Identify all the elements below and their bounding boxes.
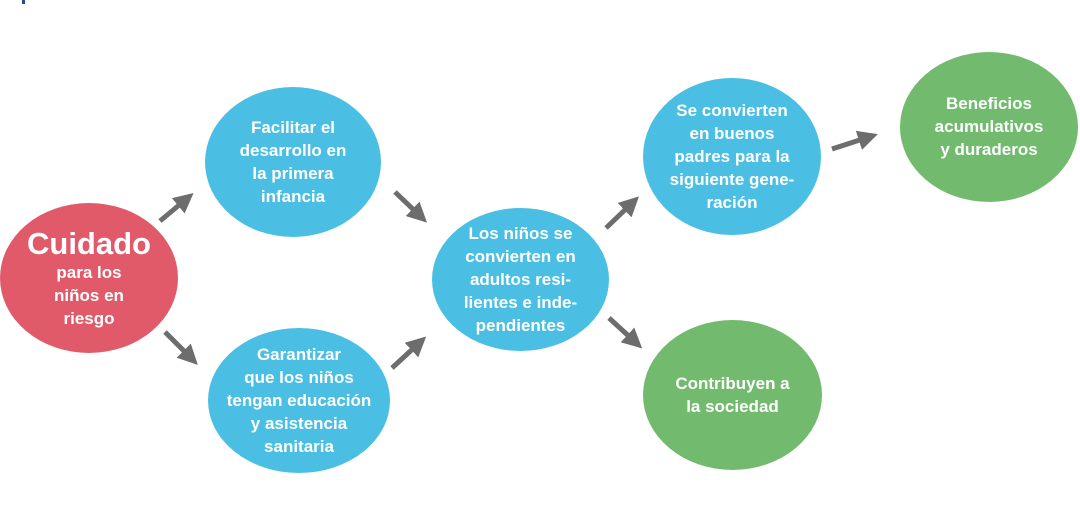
page-edge-mark bbox=[22, 0, 25, 4]
node-line: Los niños se bbox=[468, 224, 573, 243]
arrow-padres-to-beneficios bbox=[831, 130, 878, 152]
node-line: en buenos bbox=[689, 124, 775, 143]
node-line: sanitaria bbox=[264, 437, 334, 456]
node-line: lientes e inde- bbox=[463, 293, 578, 312]
node-title: Cuidado bbox=[27, 225, 151, 261]
node-line: para los bbox=[56, 262, 122, 282]
node-line: la sociedad bbox=[686, 397, 779, 416]
node-line: y duraderos bbox=[940, 140, 1038, 159]
node-line: Facilitar el bbox=[250, 118, 336, 137]
node-line: desarrollo en bbox=[239, 141, 347, 160]
node-line: niños en bbox=[54, 285, 124, 305]
node-line: padres para la bbox=[674, 147, 790, 166]
node-line: siguiente gene- bbox=[669, 170, 795, 189]
node-line: tengan educación bbox=[226, 391, 372, 410]
node-beneficios: Beneficios acumulativos y duraderos bbox=[900, 52, 1078, 202]
node-line: adultos resi- bbox=[469, 270, 572, 289]
node-padres: Se convierten en buenos padres para la s… bbox=[643, 78, 821, 235]
node-line: Contribuyen a bbox=[675, 374, 790, 393]
node-line: riesgo bbox=[63, 308, 115, 328]
arrow-cuidado-to-facilitar bbox=[158, 192, 194, 223]
node-facilitar: Facilitar el desarrollo en la primera in… bbox=[205, 87, 381, 237]
arrow-garantizar-to-adultos bbox=[390, 336, 427, 370]
node-line: convierten en bbox=[465, 247, 576, 266]
node-line: y asistencia bbox=[250, 414, 348, 433]
node-line: infancia bbox=[260, 187, 326, 206]
arrow-adultos-to-sociedad bbox=[607, 316, 643, 349]
node-adultos: Los niños se convierten en adultos resi-… bbox=[432, 208, 609, 351]
node-line: Se convierten bbox=[676, 101, 788, 120]
node-line: pendientes bbox=[475, 316, 566, 335]
node-line: Beneficios bbox=[946, 94, 1032, 113]
node-line: Garantizar bbox=[256, 345, 342, 364]
node-line: acumulativos bbox=[934, 117, 1044, 136]
arrow-cuidado-to-garantizar bbox=[163, 330, 198, 365]
node-line: que los niños bbox=[244, 368, 354, 387]
node-cuidado: Cuidado para los niños en riesgo bbox=[0, 203, 178, 353]
arrow-adultos-to-padres bbox=[604, 196, 640, 230]
node-line: la primera bbox=[252, 164, 334, 183]
node-sociedad: Contribuyen a la sociedad bbox=[643, 320, 822, 470]
node-line: ración bbox=[706, 193, 758, 212]
arrow-facilitar-to-adultos bbox=[393, 190, 428, 223]
node-garantizar: Garantizar que los niños tengan educació… bbox=[208, 328, 390, 473]
